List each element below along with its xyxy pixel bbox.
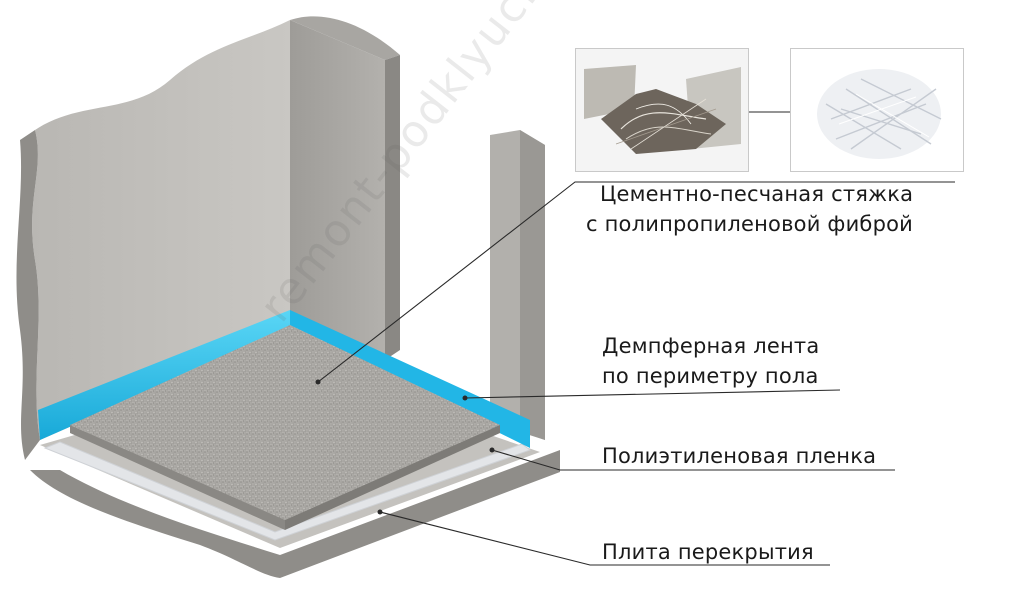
leader-dot-screed (315, 379, 321, 385)
label-slab: Плита перекрытия (602, 540, 814, 564)
damper-tape-left (38, 310, 290, 440)
left-wall-edge (16, 130, 40, 460)
screed-front-left (70, 425, 285, 530)
label-film: Полиэтиленовая пленка (602, 444, 877, 468)
polypropylene-fiber-photo (790, 48, 964, 172)
screed-front-right (285, 425, 500, 530)
back-wall-top (290, 16, 400, 60)
leader-dot-film (489, 447, 495, 453)
leader-screed (317, 181, 955, 383)
leader-slab (379, 511, 830, 566)
back-wall (290, 20, 385, 360)
leader-film (491, 449, 895, 471)
leader-dot-slab (377, 509, 383, 515)
left-wall (32, 20, 290, 440)
screed-fiber-photo (575, 48, 749, 172)
leader-tape (464, 389, 841, 399)
label-screed-line2: с полипропиленовой фиброй (586, 212, 914, 236)
label-tape-line2: по периметру пола (602, 364, 819, 388)
right-wall-face (520, 130, 545, 440)
floor-slab (30, 450, 560, 578)
back-wall-side (385, 55, 400, 360)
leader-lines (317, 111, 955, 566)
label-screed-line1: Цементно-песчаная стяжка (600, 182, 914, 206)
leader-dot-tape (462, 395, 468, 401)
label-tape-line1: Демпферная лента (602, 334, 820, 358)
screed-top (70, 325, 500, 520)
